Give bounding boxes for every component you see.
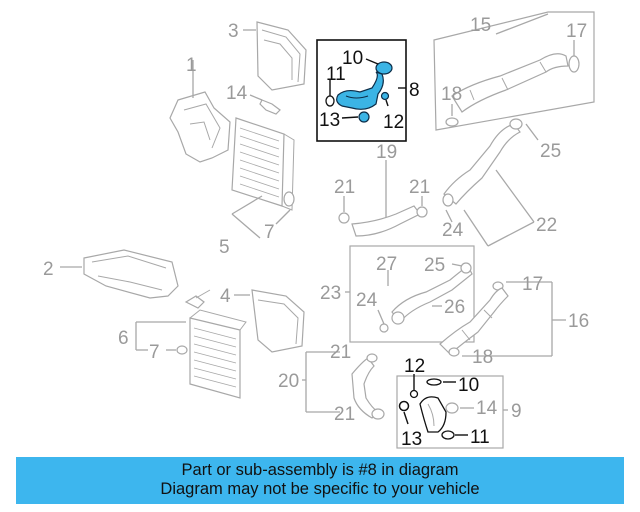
cap-part-10 bbox=[375, 61, 393, 75]
callout-15: 15 bbox=[470, 15, 491, 36]
callout-1: 1 bbox=[186, 55, 197, 76]
callout-9: 9 bbox=[511, 401, 522, 422]
cap-part-10-lower bbox=[426, 378, 442, 386]
group-9-lower: 9 12 10 14 13 11 bbox=[396, 356, 522, 450]
group-23: 23 27 25 26 24 bbox=[320, 245, 475, 343]
callout-7-top: 7 bbox=[264, 222, 275, 243]
clip-part-12-lower bbox=[409, 389, 419, 399]
callout-26: 26 bbox=[444, 297, 465, 318]
callout-8: 8 bbox=[409, 80, 420, 101]
callout-14-lower: 14 bbox=[476, 398, 498, 419]
duct-lower-assembly bbox=[419, 396, 447, 433]
callout-5: 5 bbox=[219, 237, 230, 258]
callout-4: 4 bbox=[220, 286, 231, 307]
pipe-part-16: 16 17 18 bbox=[439, 274, 589, 368]
callout-21-a: 21 bbox=[334, 177, 355, 198]
callout-6: 6 bbox=[118, 328, 129, 349]
callout-24-mid: 24 bbox=[356, 290, 378, 311]
callout-10-top: 10 bbox=[342, 48, 363, 69]
clamp-part-13-lower bbox=[398, 400, 410, 412]
clamp-part-13 bbox=[358, 111, 370, 123]
callout-11-lower: 11 bbox=[470, 427, 490, 448]
housing-part-4: 4 bbox=[220, 286, 305, 353]
callout-21-c: 21 bbox=[330, 342, 351, 363]
callout-20: 20 bbox=[278, 371, 299, 392]
intercooler-part-5: 5 7 bbox=[219, 117, 295, 258]
parts-diagram: 8 10 11 12 13 3 1 bbox=[43, 11, 595, 450]
callout-17-lower: 17 bbox=[522, 274, 543, 295]
gasket-part-11 bbox=[325, 95, 335, 107]
callout-2: 2 bbox=[43, 259, 54, 280]
clip-part-12 bbox=[380, 91, 390, 101]
callout-22: 22 bbox=[536, 215, 557, 236]
gasket-part-11-lower bbox=[441, 430, 455, 440]
banner-line-1: Part or sub-assembly is #8 in diagram bbox=[181, 461, 459, 479]
housing-part-3: 3 bbox=[228, 21, 307, 91]
callout-16: 16 bbox=[568, 311, 589, 332]
highlight-group-8[interactable]: 8 10 11 12 13 bbox=[316, 39, 420, 142]
hose-part-19: 19 21 21 bbox=[334, 142, 430, 237]
callout-11-top: 11 bbox=[326, 64, 346, 85]
intercooler-part-6: 6 7 bbox=[118, 309, 247, 399]
callout-17-top: 17 bbox=[566, 21, 587, 42]
pipe-part-22: 25 24 22 bbox=[442, 118, 561, 247]
callout-3: 3 bbox=[228, 21, 239, 42]
hose-part-20: 20 21 21 bbox=[278, 342, 385, 425]
callout-12-top: 12 bbox=[383, 112, 404, 133]
info-banner: Part or sub-assembly is #8 in diagram Di… bbox=[16, 457, 624, 504]
sensor-part-14-lower bbox=[184, 289, 211, 309]
air-duct-assembly bbox=[336, 71, 384, 110]
callout-21-d: 21 bbox=[334, 404, 355, 425]
callout-23: 23 bbox=[320, 283, 341, 304]
callout-14-top: 14 bbox=[226, 83, 248, 104]
callout-25-mid: 25 bbox=[424, 255, 445, 276]
callout-13-lower: 13 bbox=[401, 429, 422, 450]
callout-25-top: 25 bbox=[540, 141, 561, 162]
sensor-part-14-top: 14 bbox=[226, 83, 281, 115]
duct-part-2: 2 bbox=[43, 249, 179, 299]
callout-18-top: 18 bbox=[441, 84, 462, 105]
callout-18-lower: 18 bbox=[472, 347, 493, 368]
callout-12-lower: 12 bbox=[404, 356, 425, 377]
callout-21-b: 21 bbox=[409, 177, 430, 198]
callout-13-top: 13 bbox=[319, 110, 340, 131]
callout-27: 27 bbox=[376, 254, 397, 275]
pipe-group-15: 15 17 18 bbox=[433, 11, 595, 131]
duct-part-1: 1 bbox=[169, 55, 231, 163]
callout-7-lower: 7 bbox=[149, 342, 160, 363]
callout-24-top: 24 bbox=[442, 220, 464, 241]
callout-19: 19 bbox=[376, 142, 397, 163]
callout-10-lower: 10 bbox=[458, 375, 479, 396]
banner-line-2: Diagram may not be specific to your vehi… bbox=[160, 480, 480, 498]
